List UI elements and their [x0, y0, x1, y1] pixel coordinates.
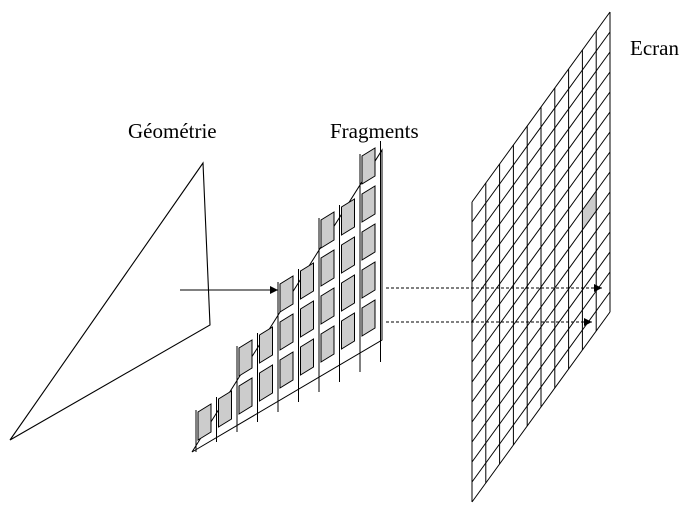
- screen-grid-hline: [472, 312, 610, 502]
- fragment-cell: [321, 250, 334, 286]
- screen-grid-hline: [472, 92, 610, 282]
- screen-grid-hline: [472, 112, 610, 302]
- screen-grid-hline: [472, 52, 610, 242]
- fragment-cell: [219, 391, 232, 427]
- fragment-cell: [362, 224, 375, 260]
- screen-grid-hline: [472, 72, 610, 262]
- screen-grid-hline: [472, 172, 610, 362]
- screen-grid-hline: [472, 152, 610, 342]
- highlighted-screen-pixel: [582, 191, 597, 230]
- fragment-cell: [321, 288, 334, 324]
- screen-grid-hline: [472, 132, 610, 322]
- fragment-cell: [239, 340, 252, 376]
- fragment-cell: [342, 313, 355, 349]
- fragment-cell: [260, 365, 273, 401]
- fragment-cell: [280, 352, 293, 388]
- fragment-cell: [198, 404, 211, 440]
- geometry-label: Géométrie: [128, 119, 217, 143]
- screen-grid-hline: [472, 252, 610, 442]
- screen-label: Ecran: [630, 36, 679, 60]
- fragment-cell: [260, 327, 273, 363]
- fragment-cell: [342, 237, 355, 273]
- screen-grid: [472, 12, 610, 502]
- fragments-label: Fragments: [330, 119, 419, 143]
- screen-grid-hline: [472, 232, 610, 422]
- fragment-cell: [362, 186, 375, 222]
- screen-grid-hline: [472, 272, 610, 462]
- screen-grid-hline: [472, 212, 610, 402]
- fragment-cell: [362, 148, 375, 184]
- fragment-cell: [342, 199, 355, 235]
- fragment-cell: [301, 339, 314, 375]
- fragment-cell: [362, 262, 375, 298]
- fragment-cell: [301, 301, 314, 337]
- fragment-cell: [321, 212, 334, 248]
- fragment-cell: [362, 300, 375, 336]
- screen-grid-hline: [472, 192, 610, 382]
- fragment-cell: [342, 275, 355, 311]
- fragment-cell: [239, 378, 252, 414]
- fragment-cell: [301, 263, 314, 299]
- screen-grid-hline: [472, 12, 610, 202]
- screen-grid-hline: [472, 32, 610, 222]
- fragment-cell: [321, 326, 334, 362]
- fragments-grid: [192, 141, 382, 452]
- fragment-cell: [280, 314, 293, 350]
- geometry-triangle: [10, 163, 210, 440]
- fragment-cell: [280, 276, 293, 312]
